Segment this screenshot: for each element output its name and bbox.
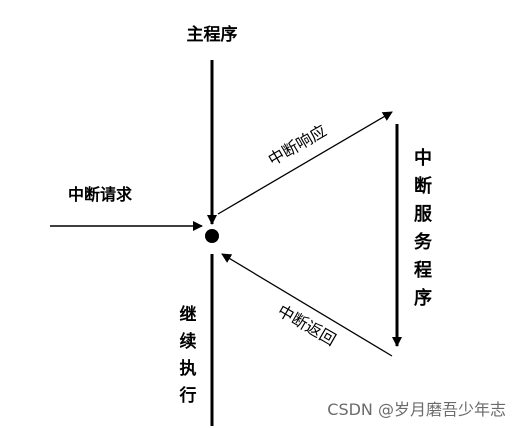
main-program-label: 主程序 — [187, 24, 238, 45]
isr-label-char: 序 — [414, 287, 432, 309]
isr-label-char: 中 — [414, 147, 432, 169]
interrupt-request-label: 中断请求 — [68, 185, 133, 204]
interrupt-response-arrow — [217, 111, 393, 215]
interrupt-return-arrow — [221, 253, 393, 357]
continue-label-char: 行 — [179, 385, 197, 406]
continue-label-char: 继 — [180, 304, 197, 325]
isr-label-char: 断 — [414, 175, 432, 197]
isr-label-char: 程 — [414, 260, 432, 281]
isr-label-char: 服 — [414, 204, 433, 225]
continue-label: 继 续 执 行 — [179, 304, 197, 406]
continue-label-char: 执 — [180, 358, 197, 379]
interrupt-point — [205, 229, 219, 243]
continue-label-char: 续 — [180, 331, 197, 352]
interrupt-response-label: 中断响应 — [265, 121, 330, 169]
isr-label: 中 断 服 务 程 序 — [414, 147, 433, 309]
watermark: CSDN @岁月磨吾少年志 — [327, 400, 506, 419]
isr-label-char: 务 — [414, 231, 433, 253]
interrupt-return-label: 中断返回 — [274, 301, 339, 349]
